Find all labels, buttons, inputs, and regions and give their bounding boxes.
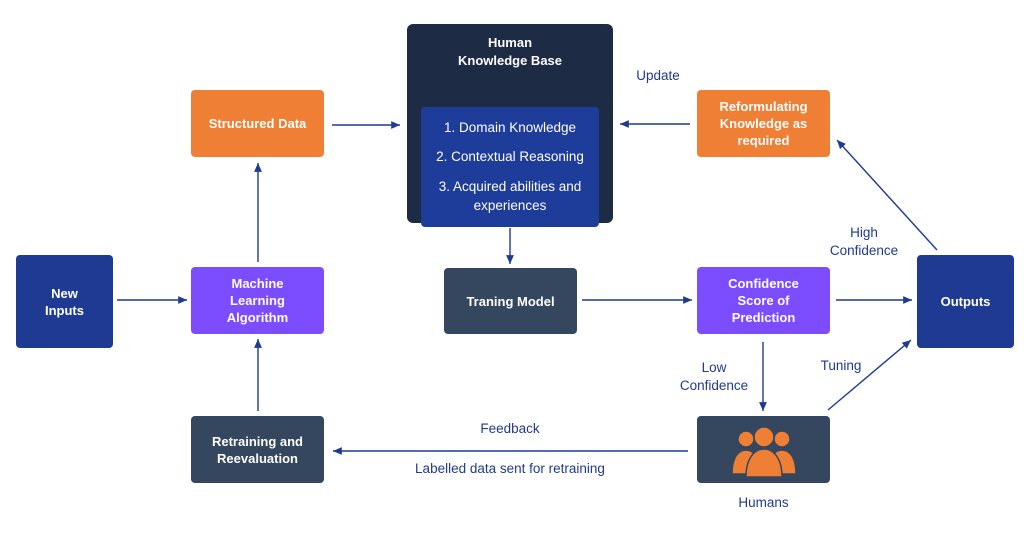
confidence-score-node: Confidence Score of Prediction	[697, 267, 830, 334]
humans-node	[697, 416, 830, 483]
knowledge-item: 1. Domain Knowledge	[443, 120, 577, 135]
update-label: Update	[636, 68, 680, 83]
reformulating-label: Reformulating Knowledge as required	[719, 99, 808, 148]
humans-label: Humans	[738, 495, 789, 510]
ml-algorithm-label: Machine Learning Algorithm	[226, 276, 289, 325]
high-confidence-label: High Confidence	[829, 225, 899, 258]
ml-algorithm-node: Machine Learning Algorithm	[191, 267, 324, 334]
new-inputs-label: New Inputs	[45, 285, 84, 318]
retraining-node: Retraining and Reevaluation	[191, 416, 324, 483]
knowledge-item: experiences	[473, 198, 547, 213]
outputs-node: Outputs	[917, 255, 1014, 348]
knowledge-item: 3. Acquired abilities and	[438, 179, 582, 194]
feedback-label: Feedback	[480, 421, 540, 436]
low-confidence-label: Low Confidence	[679, 360, 749, 393]
tuning-label: Tuning	[820, 358, 862, 373]
training-model-node: Traning Model	[444, 268, 577, 334]
arrow-outputs-to-reformulating	[836, 139, 938, 251]
structured-data-label: Structured Data	[208, 116, 307, 131]
reformulating-node: Reformulating Knowledge as required	[697, 90, 830, 157]
retraining-label: Retraining and Reevaluation	[211, 433, 303, 466]
new-inputs-node: New Inputs	[16, 255, 113, 348]
knowledge-base-node: Human Knowledge Base 1. Domain Knowledge…	[407, 24, 613, 227]
knowledge-item: 2. Contextual Reasoning	[436, 149, 584, 164]
knowledge-base-title: Human Knowledge Base	[457, 35, 563, 68]
confidence-score-label: Confidence Score of Prediction	[728, 276, 799, 325]
knowledge-base-list: 1. Domain Knowledge 2. Contextual Reason…	[421, 107, 599, 227]
outputs-label: Outputs	[940, 294, 991, 309]
training-model-label: Traning Model	[466, 293, 555, 309]
arrow-humans-to-outputs	[827, 339, 912, 411]
structured-data-node: Structured Data	[191, 90, 324, 157]
humans-group-icon	[730, 425, 797, 478]
labelled-data-label: Labelled data sent for retraining	[415, 461, 605, 476]
